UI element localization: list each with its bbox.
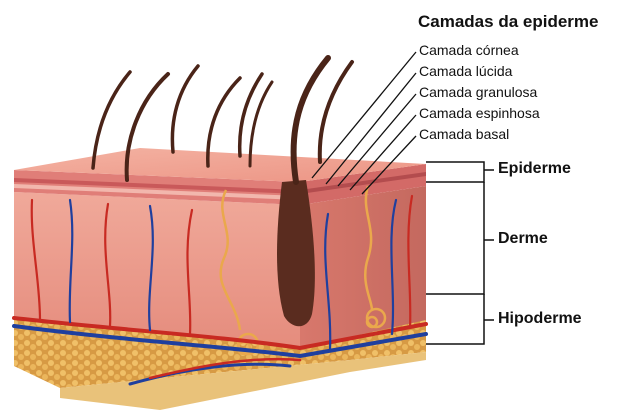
region-label-derme: Derme	[498, 230, 548, 248]
epidermis-layers-title: Camadas da epiderme	[418, 12, 598, 32]
layer-label-lucida: Camada lúcida	[419, 63, 512, 79]
layer-label-basal: Camada basal	[419, 126, 509, 142]
layer-label-cornea: Camada córnea	[419, 42, 519, 58]
layer-label-granulosa: Camada granulosa	[419, 84, 537, 100]
region-brackets	[426, 162, 494, 344]
dermis-side	[300, 186, 426, 348]
hair-follicle	[277, 180, 315, 326]
region-label-hipoderme: Hipoderme	[498, 310, 582, 328]
region-label-epiderme: Epiderme	[498, 160, 571, 178]
layer-label-espinhosa: Camada espinhosa	[419, 105, 540, 121]
